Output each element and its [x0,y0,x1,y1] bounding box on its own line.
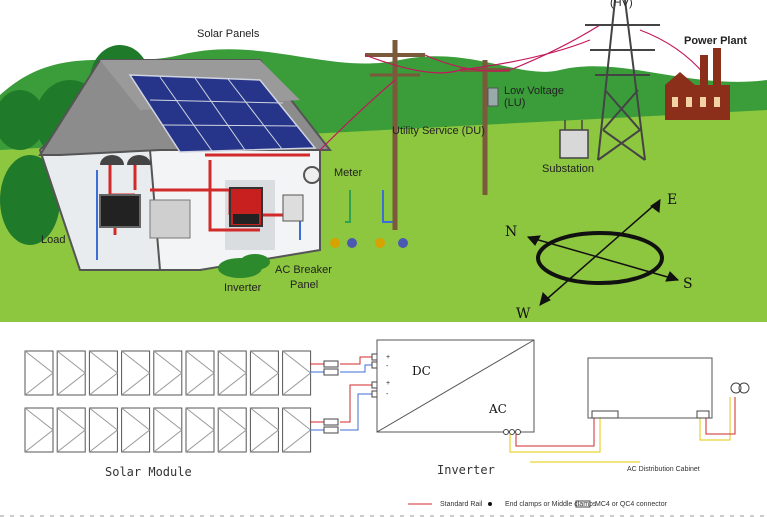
solar-module [217,407,247,453]
solar-module-row-2 [24,407,312,453]
low-voltage-abbr: (LU) [504,97,526,109]
solar-module [249,350,279,396]
module-diagonal [153,350,183,396]
cabinet-breaker-left [591,410,619,419]
substation-label: Substation [542,163,594,175]
meter-comparison [330,238,408,248]
solar-system-illustration: (HV) Solar Panels Power Plant Low Voltag… [0,0,767,322]
solar-module [56,350,86,396]
inverter-schematic-label: Inverter [437,463,495,477]
module-diagonal [217,407,248,453]
low-voltage-label: Low Voltage [504,85,564,97]
meter-line-green [345,190,351,223]
pol-1: + [386,354,391,361]
meter-unit [303,166,321,184]
module-diagonal [250,407,280,453]
pol-3: + [386,380,391,387]
solar-module [88,350,118,396]
legend-connector: MC4 or QC4 connector [595,501,667,508]
solar-module [121,407,151,453]
solar-module [121,350,151,396]
legend-clamp-dot [488,502,492,506]
module-diagonal [89,407,119,453]
inverter-ac-terminals [503,429,521,435]
load-label: Load [41,234,66,246]
solar-module-row-1 [24,350,312,396]
hv-label: (HV) [610,0,633,9]
solar-panels-label: Solar Panels [197,28,260,40]
module-diagonal [24,407,54,453]
module-diagonal [121,350,151,396]
breaker-panel-unit [282,194,304,222]
mc4-connectors [323,353,381,434]
solar-module [185,407,215,453]
solar-panel-array [128,74,317,153]
compass-west: W [516,306,531,322]
string-wiring [310,356,378,431]
washing-machine [149,199,191,239]
substation-unit [559,120,589,159]
module-diagonal [56,350,87,396]
solar-module [56,407,86,453]
illustration-canvas [0,0,767,322]
transmission-tower [585,0,660,161]
compass-east: E [667,192,678,208]
utility-poles [365,40,510,230]
module-diagonal [24,350,54,396]
pole-transformer [487,87,499,107]
module-diagonal [217,350,248,396]
module-diagonal [185,407,215,453]
transformer-symbol [730,382,750,394]
solar-module [282,350,312,396]
ac-cabinet-label: AC Distribution Cabinet [627,466,700,473]
power-plant-label: Power Plant [684,35,747,47]
ac-wiring [509,397,736,463]
cabinet-breaker-right [696,410,710,419]
module-diagonal [185,350,215,396]
module-diagonal [121,407,151,453]
compass-diagram [526,199,680,306]
module-diagonal [282,350,312,396]
solar-module [185,350,215,396]
meter-label: Meter [334,167,363,179]
compass-north: N [505,224,518,240]
ac-label: AC [489,402,507,416]
solar-module [217,350,247,396]
module-diagonal [153,407,183,453]
module-diagonal [250,350,280,396]
dc-label: DC [412,364,431,378]
solar-module [282,407,312,453]
solar-module-label: Solar Module [105,465,192,479]
ac-breaker-label: AC Breaker [275,264,332,276]
wiring-schematic [0,339,767,517]
legend-connector-symbol [575,500,591,508]
power-plant-building [665,48,730,120]
inverter-label: Inverter [224,282,262,294]
ac-breaker-panel-label: Panel [290,279,319,291]
meter-line-blue [382,190,393,223]
solar-module [153,350,183,396]
module-diagonal [89,350,119,396]
ac-distribution-cabinet [587,357,713,419]
solar-module [249,407,279,453]
compass-south: S [683,276,693,292]
pol-2: - [386,363,389,370]
solar-module [24,407,54,453]
solar-module [88,407,118,453]
ceiling-lamps [100,155,151,165]
tv [99,194,141,228]
legend-clamps: End clamps or Middle clamps [505,501,597,508]
module-diagonal [56,407,87,453]
solar-module [153,407,183,453]
utility-service-label: Utility Service (DU) [392,125,485,137]
pol-4: - [386,391,389,398]
legend-standard-rail: Standard Rail [440,501,483,508]
solar-module [24,350,54,396]
front-bushes [218,254,270,278]
